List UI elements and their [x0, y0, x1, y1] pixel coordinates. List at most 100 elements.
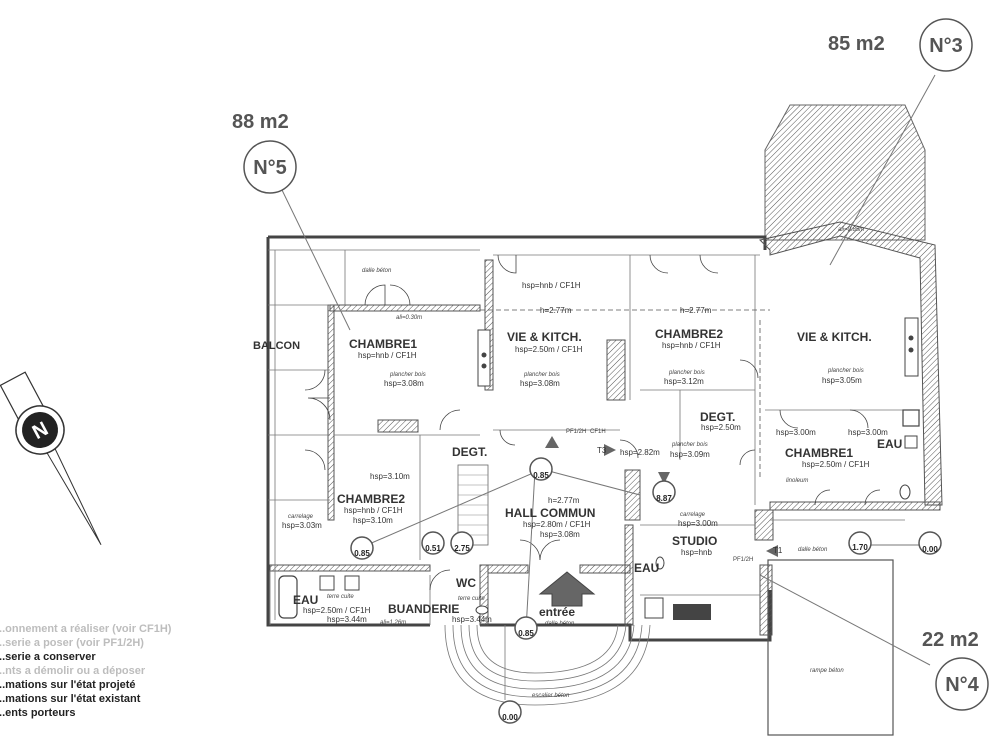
room-name: CHAMBRE2: [337, 492, 405, 506]
room-hsp2: hsp=3.08m: [540, 530, 580, 539]
dalle-beton-top: dalle béton: [362, 268, 392, 274]
ramp: [767, 559, 894, 736]
kitchen-units: [477, 317, 919, 387]
wall-chambre1-top: [329, 304, 481, 312]
leader-level-bottom: [525, 469, 536, 631]
legend-item: ...ents porteurs: [0, 707, 75, 719]
entrance-steps: [444, 624, 651, 706]
right-bay-wall: [759, 221, 943, 506]
right-bottom-wall: [769, 501, 941, 511]
apartment-tag-n5: 88 m2 N°5: [232, 111, 297, 194]
room-hsp: hsp=2.50m / CF1H: [303, 606, 371, 615]
room-floor: terre cuite: [458, 596, 485, 602]
room-name: HALL COMMUN: [505, 506, 595, 520]
arrow-right-icon: [604, 444, 616, 456]
legend-item: ...mations sur l'état existant: [0, 693, 141, 705]
room-name: DEGT.: [700, 410, 735, 424]
wall-studio-right: [754, 509, 774, 541]
room-hsp2: hsp=3.00m: [776, 428, 816, 437]
wall-hall-left: [484, 259, 494, 391]
room-name: entrée: [539, 605, 575, 619]
room-h: h=2.77m: [540, 306, 572, 315]
room-hsp3: hsp=3.10m: [353, 516, 393, 525]
leader-n5: [281, 189, 351, 331]
room-name: VIE & KITCH.: [797, 330, 872, 344]
marker-pf1-right: PF1/2H: [733, 557, 753, 563]
apartment-number: N°5: [253, 157, 287, 179]
leader-level-hall: [544, 469, 641, 496]
room-studio: carrelage hsp=3.00m STUDIO hsp=hnb: [672, 512, 718, 557]
room-floor: plancher bois: [827, 368, 864, 374]
room-floor: plancher bois: [389, 372, 426, 378]
room-hall: h=2.77m HALL COMMUN hsp=2.80m / CF1H hsp…: [505, 496, 595, 539]
apartment-tag-n4: 22 m2 N°4: [922, 629, 989, 711]
room-entree: entrée dalle béton: [539, 605, 575, 627]
north-arrow: N: [0, 371, 102, 546]
wall-studio-left: [624, 524, 634, 626]
room-hsp: hsp=hnb / CF1H: [358, 351, 417, 360]
legend-item: ...serie a poser (voir PF1/2H): [0, 637, 144, 649]
wall-hall-bottom: [579, 564, 631, 574]
room-name: CHAMBRE2: [655, 327, 723, 341]
room-hsp2: hsp=3.00m: [678, 519, 718, 528]
level-markers: 0.85 0.51 2.75 0.85 8.87 1.70 0.00 0.00 …: [350, 457, 942, 724]
legend-item: ...mations sur l'état projeté: [0, 679, 136, 691]
level-value: 0.00: [922, 545, 938, 554]
room-name: CHAMBRE1: [785, 446, 853, 460]
roof-hatch-top: [764, 104, 926, 241]
room-name: CHAMBRE1: [349, 337, 417, 351]
room-hsp: hsp=2.80m / CF1H: [523, 520, 591, 529]
room-degt-center: DEGT. hsp=2.50m plancher bois hsp=2.82m …: [620, 410, 741, 459]
level-value: 2.75: [454, 544, 470, 553]
room-hsp: hsp=3.44m: [452, 615, 492, 624]
room-name: BUANDERIE: [388, 602, 459, 616]
room-chambre1-right: hsp=3.00m hsp=3.00m CHAMBRE1 hsp=2.50m /…: [776, 428, 888, 484]
room-hsp2: hsp=3.10m: [370, 472, 410, 481]
room-hsp4: hsp=3.03m: [282, 521, 322, 530]
room-chambre1-left: CHAMBRE1 hsp=hnb / CF1H ali=0.30m planch…: [349, 315, 426, 388]
room-h: h=2.77m: [680, 306, 712, 315]
wall-chambre1-left: [327, 304, 335, 521]
room-floor: plancher bois: [668, 370, 705, 376]
leader-n3: [829, 74, 936, 266]
legend: ...onnement a réaliser (voir CF1H) ...se…: [0, 623, 172, 719]
apartment-tag-n3: 85 m2 N°3: [828, 18, 973, 72]
room-hsp2: hsp=3.12m: [664, 377, 704, 386]
apartment-area: 85 m2: [828, 33, 885, 55]
room-hsp: hsp=hnb: [681, 548, 712, 557]
wall-entry-left: [479, 564, 489, 626]
apartment-area: 88 m2: [232, 111, 289, 133]
room-name: STUDIO: [672, 534, 717, 548]
bathroom-fixtures: [278, 409, 920, 620]
wall-buanderie-top: [269, 564, 431, 572]
room-eau-left: terre cuite EAU hsp=2.50m / CF1H hsp=3.4…: [293, 593, 371, 624]
room-floor: plancher bois: [523, 372, 560, 378]
room-chambre2-left: hsp=3.10m CHAMBRE2 hsp=hnb / CF1H hsp=3.…: [282, 472, 410, 530]
room-hsp2: hsp=3.44m: [327, 615, 367, 624]
room-ali: ali=0.85m: [838, 227, 864, 233]
room-ali: ali=0.30m: [396, 315, 422, 321]
rampe-label: rampe béton: [810, 668, 844, 674]
room-hsp3: hsp=2.82m: [620, 448, 660, 457]
legend-item: ...onnement a réaliser (voir CF1H): [0, 623, 172, 635]
level-value: 0.51: [425, 544, 441, 553]
marker-t1: T1: [773, 546, 783, 555]
interior-lines: [268, 249, 920, 625]
leader-n4: [759, 574, 931, 666]
room-floor: dalle béton: [545, 621, 575, 627]
room-wc: WC: [456, 576, 476, 590]
escalier-label: escalier béton: [532, 693, 570, 699]
apartment-area: 22 m2: [922, 629, 979, 651]
room-hsp-top: hsp=hnb / CF1H: [522, 281, 581, 290]
room-hsp: hsp=2.50m: [701, 423, 741, 432]
level-value: 0.85: [533, 471, 549, 480]
room-hsp: hsp=2.50m / CF1H: [515, 345, 583, 354]
legend-item: ...serie a conserver: [0, 651, 96, 663]
room-name: VIE & KITCH.: [507, 330, 582, 344]
room-floor: terre cuite: [327, 594, 354, 600]
room-buanderie: terre cuite BUANDERIE hsp=3.44m ali=1.26…: [380, 596, 492, 626]
arrow-down-icon: [658, 472, 670, 484]
level-value: 8.87: [656, 494, 672, 503]
wall-center: [606, 339, 626, 401]
room-floor: carrelage: [288, 514, 314, 520]
